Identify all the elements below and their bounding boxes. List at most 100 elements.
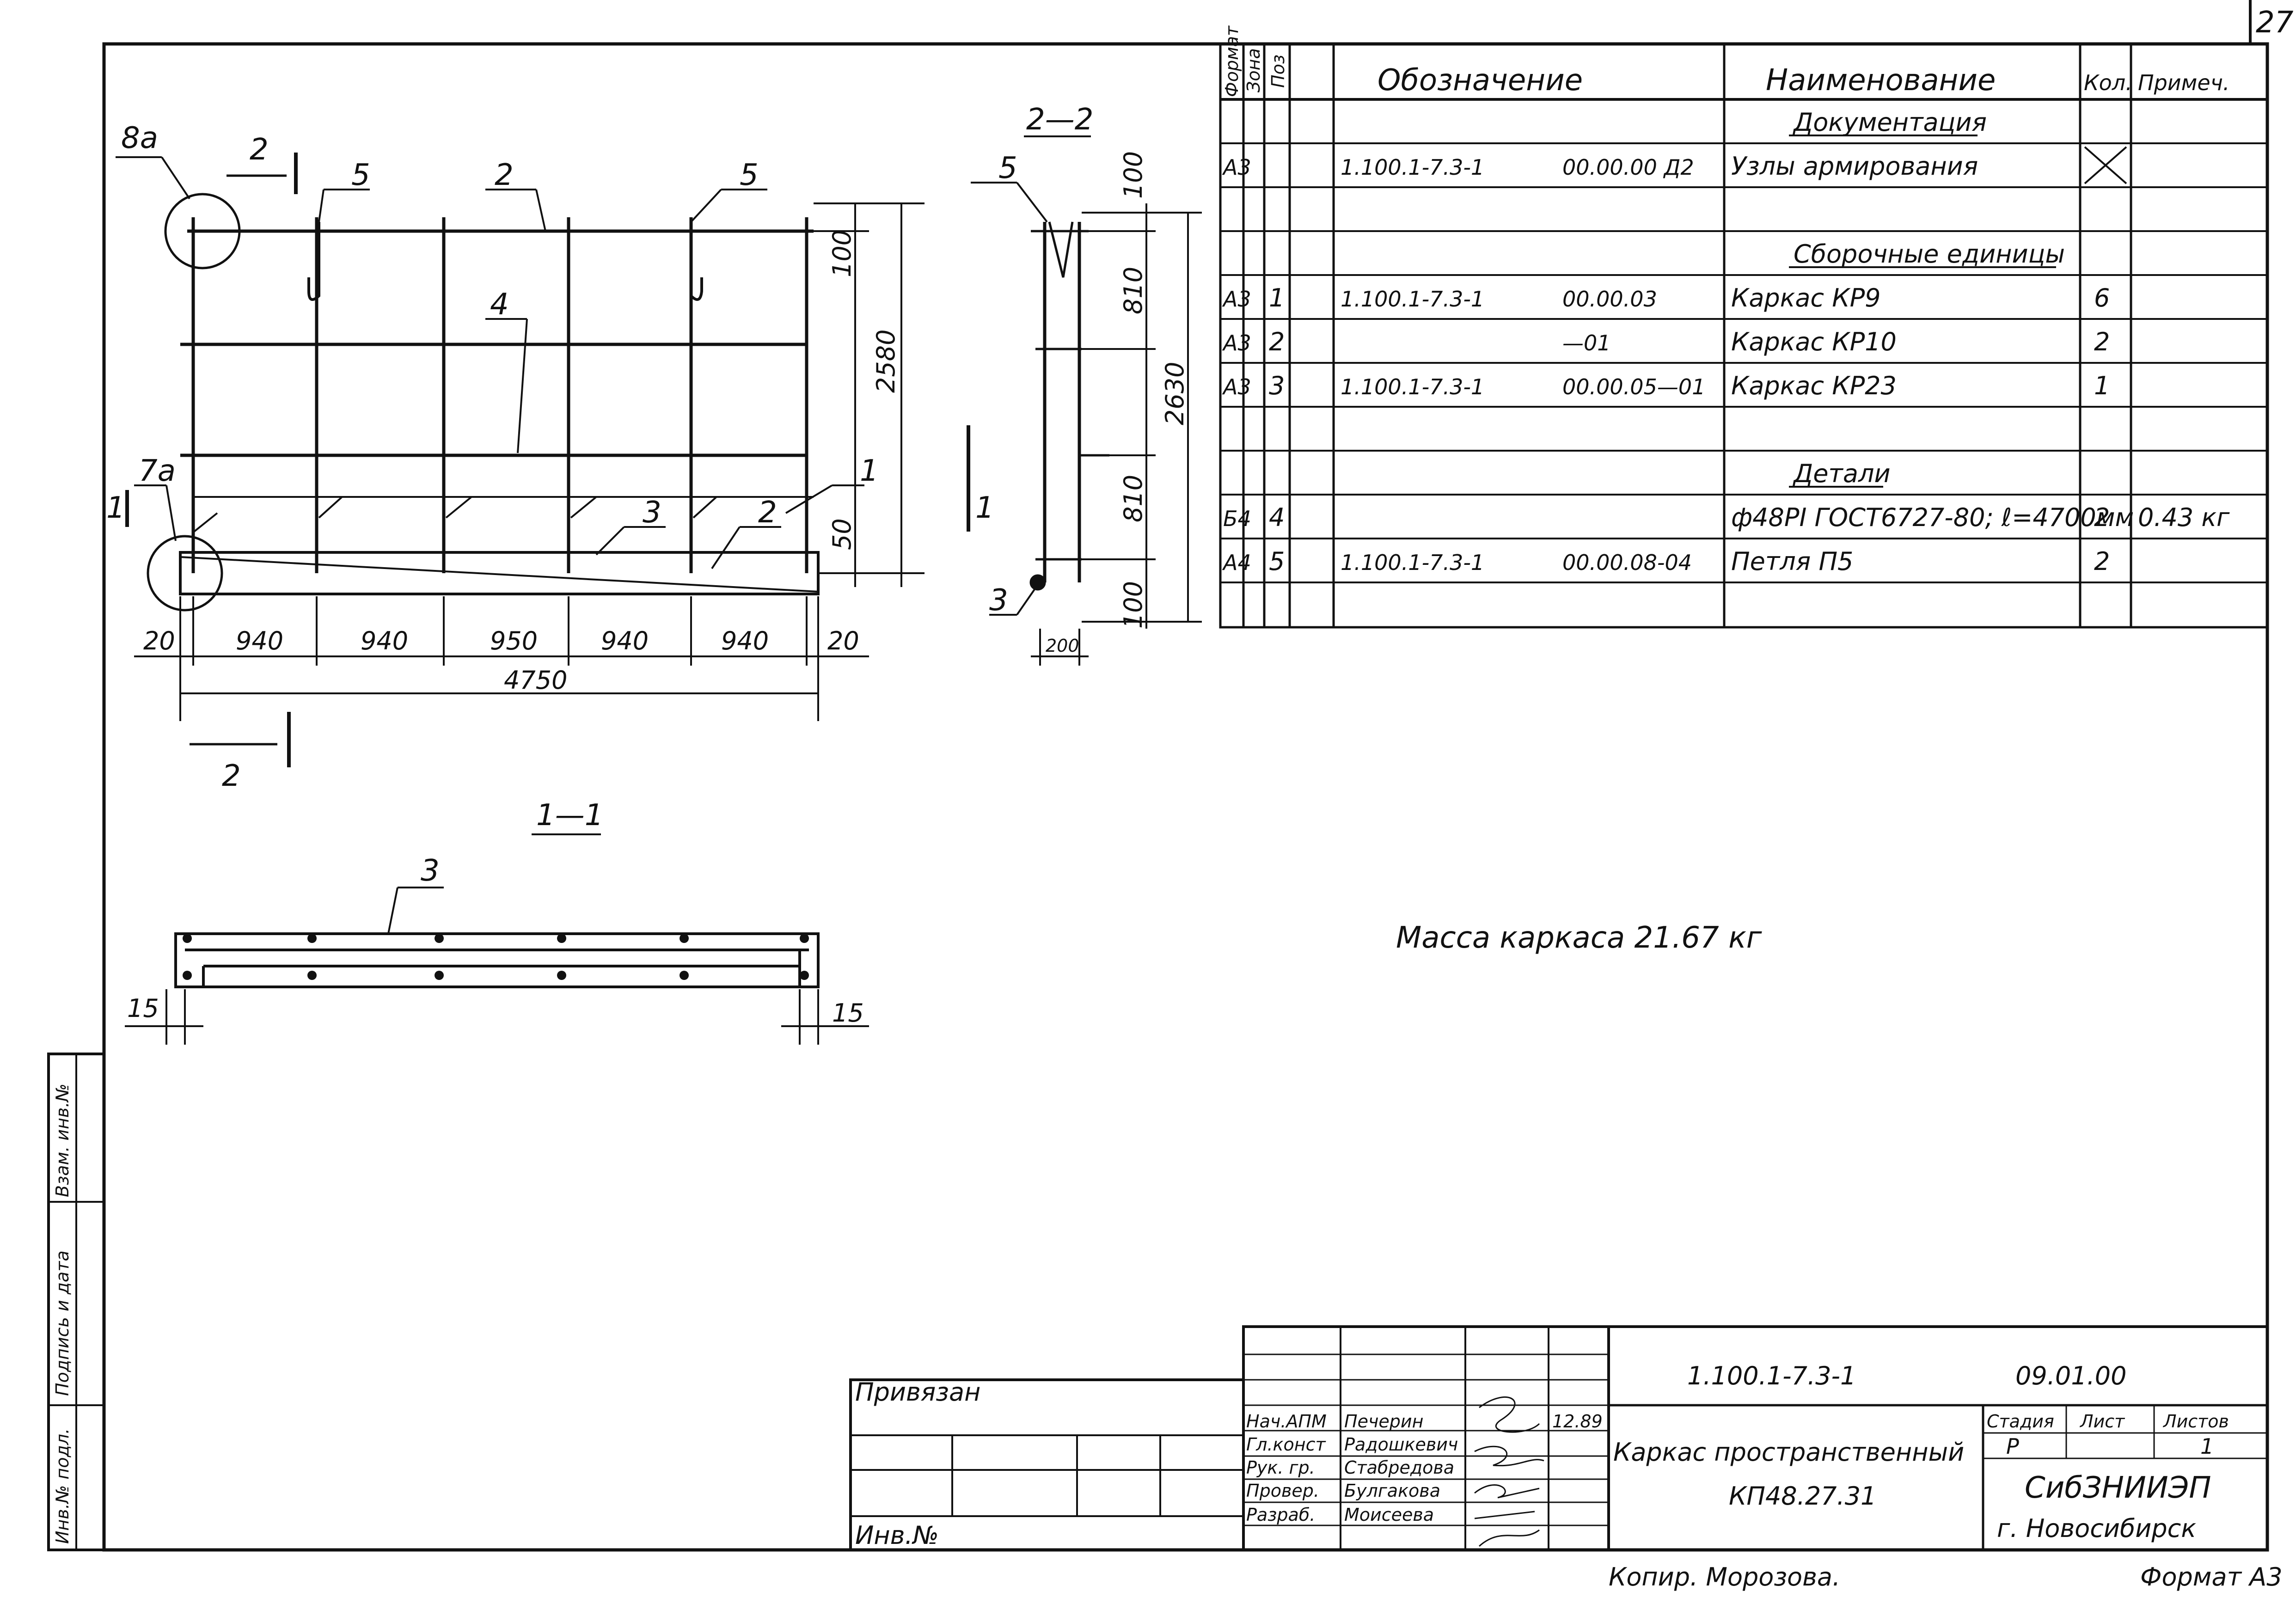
footer-format: Формат А3 xyxy=(2140,1562,2283,1592)
tb-signer-name: Радошкевич xyxy=(1344,1434,1458,1455)
s22-pos-5: 5 xyxy=(998,151,1017,185)
spec-cell-name: Каркас КР10 xyxy=(1731,327,1897,356)
tb-sheets-label: Листов xyxy=(2162,1411,2229,1432)
spec-cell-name: Документация xyxy=(1793,108,1987,137)
spec-cell-name: ф48РI ГОСТ6727-80; ℓ=4700мм xyxy=(1731,503,2134,532)
stamp-inv-podl: Инв.№ подл. xyxy=(52,1428,73,1544)
dim-h-3: 950 xyxy=(490,626,538,655)
spec-cell-pos: 1 xyxy=(1269,283,1285,312)
spec-cell-designation-a: 1.100.1-7.3-1 xyxy=(1341,374,1484,399)
s11-dim-15a: 15 xyxy=(127,994,159,1023)
spec-cell-designation-a: 1.100.1-7.3-1 xyxy=(1341,155,1484,180)
spec-cell-pos: 2 xyxy=(1269,327,1285,356)
spec-cell-name: Узлы армирования xyxy=(1731,152,1978,181)
tb-signer-role: Разраб. xyxy=(1246,1505,1315,1525)
spec-row: Документация xyxy=(1789,108,1987,137)
spec-cell-format: А3 xyxy=(1222,374,1251,399)
s22-dim-810b: 810 xyxy=(1119,475,1148,522)
tb-signer-row: Гл.конст Радошкевич xyxy=(1246,1434,1458,1455)
tb-signer-role: Нач.АПМ xyxy=(1246,1411,1327,1432)
tb-signer-row: Рук. гр. Стабредова xyxy=(1246,1457,1454,1478)
node-7a-circle xyxy=(147,535,223,612)
spec-cell-name: Детали xyxy=(1793,459,1891,488)
spec-hdr-format: Формат xyxy=(1222,25,1242,97)
tb-signer-name: Печерин xyxy=(1344,1411,1423,1432)
tb-doc-suffix: 09.01.00 xyxy=(2015,1361,2126,1390)
tb-sheets-value: 1 xyxy=(2200,1434,2214,1459)
spec-hdr-designation: Обозначение xyxy=(1378,63,1583,98)
signature-marks xyxy=(1474,1396,1544,1547)
spec-hdr-qty: Кол. xyxy=(2084,70,2132,95)
plan-view xyxy=(179,217,820,595)
plan-dim-lines xyxy=(134,202,925,721)
spec-cell-designation-b: 00.00.00 Д2 xyxy=(1562,155,1694,180)
spec-cell-designation-b: —01 xyxy=(1562,331,1611,355)
section22-label: 2—2 xyxy=(1026,103,1093,137)
dim-h-6: 20 xyxy=(827,626,859,655)
s22-dim-2630: 2630 xyxy=(1160,362,1189,425)
spec-cell-designation-a: 1.100.1-7.3-1 xyxy=(1341,550,1484,575)
footer-copied-by: Копир. Морозова. xyxy=(1609,1562,1840,1592)
spec-cell-note: 0.43 кг xyxy=(2138,503,2230,532)
spec-cell-designation-b: 00.00.08-04 xyxy=(1562,550,1692,575)
callout-7a: 7а xyxy=(139,454,176,488)
tb-signer-name: Булгакова xyxy=(1344,1481,1440,1501)
tb-signer-role: Рук. гр. xyxy=(1246,1457,1315,1478)
plan-pos-5a: 5 xyxy=(351,158,370,192)
cut-2-top: 2 xyxy=(250,133,269,167)
plan-pos-3: 3 xyxy=(643,496,661,530)
side-stamp: Инв.№ подл. Подпись и дата Взам. инв.№ xyxy=(47,1053,105,1551)
dim-total-length: 4750 xyxy=(504,666,567,695)
spec-hdr-pos: Поз xyxy=(1268,55,1288,88)
tb-inv-label: Инв.№ xyxy=(855,1521,939,1550)
s22-dim-810a: 810 xyxy=(1119,267,1148,314)
tb-signer-row: Разраб.Моисеева xyxy=(1246,1505,1434,1525)
spec-cell-pos: 4 xyxy=(1269,503,1285,532)
plan-pos-1: 1 xyxy=(860,454,879,488)
tb-signer-role: Провер. xyxy=(1246,1481,1319,1501)
spec-cell-name: Каркас КР23 xyxy=(1731,371,1897,400)
section11-label: 1—1 xyxy=(536,798,603,832)
page-number: 27 xyxy=(2256,6,2294,40)
spec-cell-format: А3 xyxy=(1222,155,1251,180)
spec-cell-name: Сборочные единицы xyxy=(1794,239,2065,269)
tb-signer-row: Провер. Булгакова xyxy=(1246,1481,1440,1501)
section-1-1: 1—1 3 15 15 xyxy=(125,798,869,1045)
spec-row: Сборочные единицы xyxy=(1789,239,2065,269)
s11-bars xyxy=(183,934,809,980)
tb-sheet-label: Лист xyxy=(2079,1411,2125,1432)
tb-stage-label: Стадия xyxy=(1987,1411,2054,1432)
spec-cell-format: А4 xyxy=(1222,550,1251,575)
stamp-vzam-inv: Взам. инв.№ xyxy=(52,1083,73,1197)
tb-signer-role: Гл.конст xyxy=(1246,1434,1326,1455)
spec-cell-format: А3 xyxy=(1222,287,1251,312)
cut-marks xyxy=(125,153,970,767)
spec-cell-qty: 6 xyxy=(2094,283,2110,312)
spec-cell-qty: 1 xyxy=(2094,371,2110,400)
spec-cell-qty: 2 xyxy=(2094,503,2110,532)
spec-cell-designation-b: 00.00.03 xyxy=(1562,287,1657,312)
spec-cell-designation-a: 1.100.1-7.3-1 xyxy=(1341,287,1484,312)
callout-leaders xyxy=(116,156,864,569)
spec-row: Детали xyxy=(1789,459,1891,488)
s22-pos-3: 3 xyxy=(989,583,1008,618)
callout-8a: 8а xyxy=(121,121,158,155)
cut-1-right: 1 xyxy=(975,491,994,525)
plan-pos-2a: 2 xyxy=(495,158,514,192)
sheet-frame xyxy=(102,42,2269,1552)
tb-signer-name: Стабредова xyxy=(1344,1457,1454,1478)
spec-cell-format: Б4 xyxy=(1223,506,1251,531)
dim-v-2580: 2580 xyxy=(871,330,900,393)
spec-cell-pos: 5 xyxy=(1269,547,1285,576)
spec-qty-cross xyxy=(2084,146,2127,184)
spec-hdr-note: Примеч. xyxy=(2138,70,2230,95)
s11-dim-15b: 15 xyxy=(832,998,864,1028)
